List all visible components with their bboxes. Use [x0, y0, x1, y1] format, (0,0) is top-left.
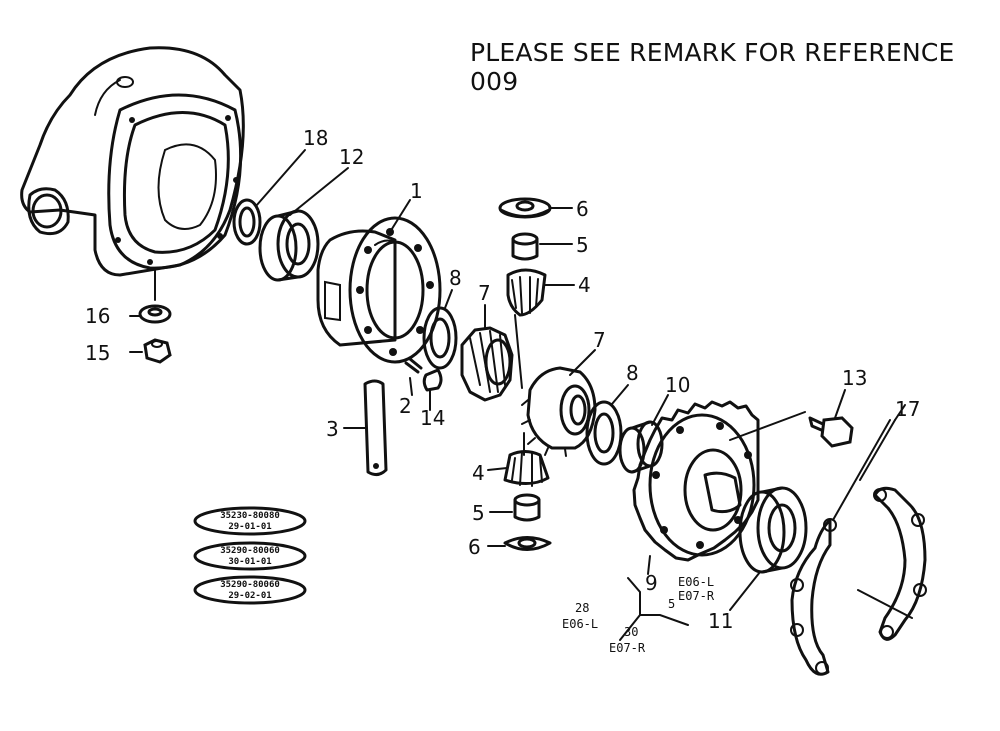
variant-labels: 28 E06-L 30 E07-R 5 E06-L E07-R — [562, 575, 715, 655]
callout-18: 18 — [303, 126, 328, 150]
pin-2 — [404, 357, 423, 374]
callout-11: 11 — [708, 609, 733, 633]
callout-6-top: 6 — [576, 197, 589, 221]
collar-10 — [618, 420, 664, 474]
callout-7-left: 7 — [478, 281, 491, 305]
callout-6-bottom: 6 — [468, 535, 481, 559]
reference-remark: PLEASE SEE REMARK FOR REFERENCE 009 — [470, 38, 955, 96]
bushing-5-top — [511, 232, 539, 261]
gasket-17 — [790, 486, 927, 676]
callout-14: 14 — [420, 406, 445, 430]
bushing-14 — [422, 368, 443, 392]
stamp-1-date: 29-01-01 — [228, 522, 271, 532]
stamp-1-part: 35230-80080 — [220, 511, 280, 521]
stamp-2-part: 35290-80060 — [220, 546, 280, 556]
variant-28-code: E06-L — [562, 617, 598, 631]
pinion-gear-4-bottom — [503, 450, 550, 487]
nut-15 — [143, 338, 172, 364]
differential-case-1 — [316, 216, 442, 364]
callout-7-right: 7 — [593, 328, 606, 352]
bushing-5-bottom — [513, 493, 541, 522]
differential-housing — [20, 46, 245, 277]
side-gear-7-right — [521, 366, 597, 457]
callout-15: 15 — [85, 341, 110, 365]
bearing-12 — [258, 209, 320, 282]
variant-5: 5 — [668, 597, 675, 611]
callout-9: 9 — [645, 571, 658, 595]
thrust-washer-8 — [422, 306, 458, 370]
stamp-3-date: 29-02-01 — [228, 591, 271, 601]
callout-17: 17 — [895, 397, 920, 421]
callout-10: 10 — [665, 373, 690, 397]
bolt-13 — [808, 416, 854, 448]
variant-28: 28 — [575, 601, 589, 615]
pinion-shaft-3 — [363, 379, 388, 477]
variant-30: 30 — [624, 625, 638, 639]
seal-18 — [232, 198, 262, 246]
variant-30-code: E07-R — [609, 641, 646, 655]
pinion-washer-6-top — [498, 197, 552, 219]
callout-13: 13 — [842, 366, 867, 390]
variant-5-code-r: E07-R — [678, 589, 715, 603]
variant-5-code-l: E06-L — [678, 575, 714, 589]
leader-lines — [129, 149, 913, 641]
callout-8-right: 8 — [626, 361, 639, 385]
callout-5-bottom: 5 — [472, 501, 485, 525]
callout-3: 3 — [326, 417, 339, 441]
stamp-3-part: 35290-80060 — [220, 580, 280, 590]
bearing-11 — [738, 486, 808, 574]
callout-1: 1 — [410, 179, 423, 203]
callout-12: 12 — [339, 145, 364, 169]
pinion-washer-6-bottom — [503, 536, 552, 551]
pinion-gear-4-top — [506, 268, 547, 317]
side-gear-7-left — [460, 326, 514, 402]
stamp-2-date: 30-01-01 — [228, 557, 271, 567]
callout-4-top: 4 — [578, 273, 591, 297]
callout-2: 2 — [399, 394, 412, 418]
part-stamps: 35230-80080 29-01-01 35290-80060 30-01-0… — [193, 506, 307, 605]
washer-16 — [138, 304, 172, 324]
callout-labels: 1 2 3 4 4 5 5 6 6 7 7 8 8 9 10 11 12 13 … — [85, 126, 920, 633]
callout-5-top: 5 — [576, 233, 589, 257]
thrust-washer-8-right — [585, 400, 623, 466]
callout-4-bottom: 4 — [472, 461, 485, 485]
callout-16: 16 — [85, 304, 110, 328]
callout-8-left: 8 — [449, 266, 462, 290]
